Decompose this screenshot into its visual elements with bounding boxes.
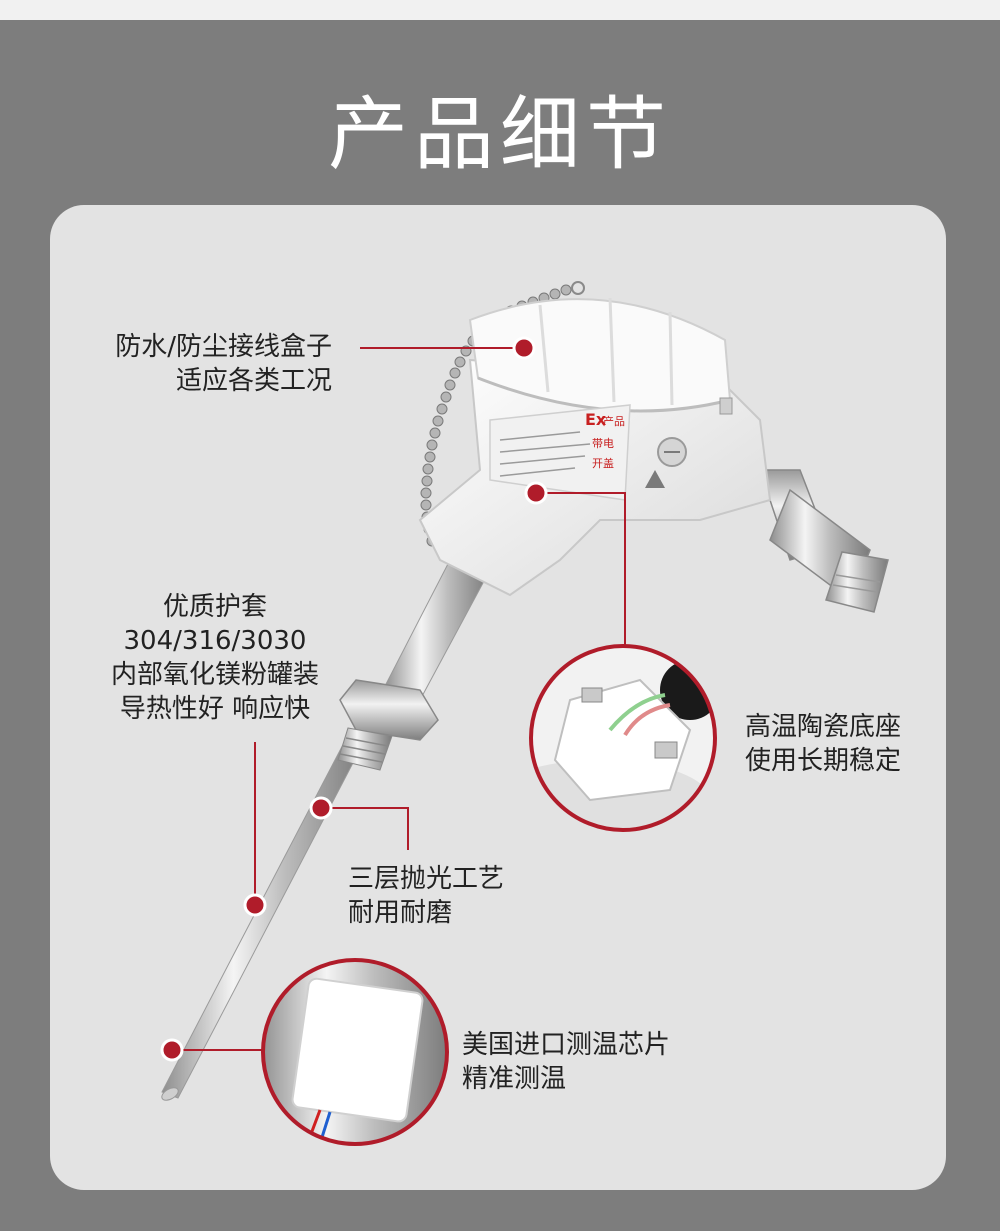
top-strip — [0, 0, 1000, 20]
page-title: 产品细节 — [328, 88, 672, 181]
label-sheath: 优质护套 304/316/3030 内部氧化镁粉罐装 导热性好 响应快 — [95, 590, 335, 726]
label-line: 高温陶瓷底座 — [745, 712, 902, 742]
label-junction-box: 防水/防尘接线盒子 适应各类工况 — [115, 330, 332, 398]
ex-mark: Ex — [585, 410, 607, 429]
dot-polish — [309, 796, 333, 820]
label-line: 防水/防尘接线盒子 — [115, 332, 332, 362]
ceramic-base-zoom — [529, 644, 717, 832]
label-chip: 美国进口测温芯片 精准测温 — [462, 1028, 670, 1096]
sheath-tube — [383, 559, 491, 701]
label-line: 使用长期稳定 — [745, 746, 902, 776]
plate-text-2: 带电 — [592, 437, 614, 450]
side-connector — [758, 469, 889, 613]
label-line: 三层抛光工艺 — [348, 864, 505, 894]
label-line: 304/316/3030 — [123, 626, 307, 656]
label-line: 内部氧化镁粉罐装 — [110, 660, 319, 690]
label-line: 精准测温 — [462, 1064, 567, 1094]
label-line: 美国进口测温芯片 — [462, 1030, 671, 1060]
label-polish: 三层抛光工艺 耐用耐磨 — [348, 862, 504, 930]
label-line: 优质护套 — [162, 592, 267, 622]
hex-fitting — [337, 679, 439, 771]
junction-box — [418, 297, 772, 597]
dot-sheath — [243, 893, 267, 917]
label-line: 导热性好 响应快 — [119, 694, 311, 724]
label-ceramic-base: 高温陶瓷底座 使用长期稳定 — [745, 710, 901, 778]
label-line: 适应各类工况 — [175, 366, 332, 396]
callout-dots — [160, 336, 548, 1062]
chip-zoom — [261, 958, 449, 1146]
dot-ceramic-base — [524, 481, 548, 505]
plate-text-1: 产品 — [603, 414, 625, 428]
label-line: 耐用耐磨 — [348, 898, 453, 928]
plate-text-3: 开盖 — [592, 456, 614, 470]
dot-chip — [160, 1038, 184, 1062]
callout-lines — [172, 347, 626, 1051]
dot-junction-box — [512, 336, 536, 360]
